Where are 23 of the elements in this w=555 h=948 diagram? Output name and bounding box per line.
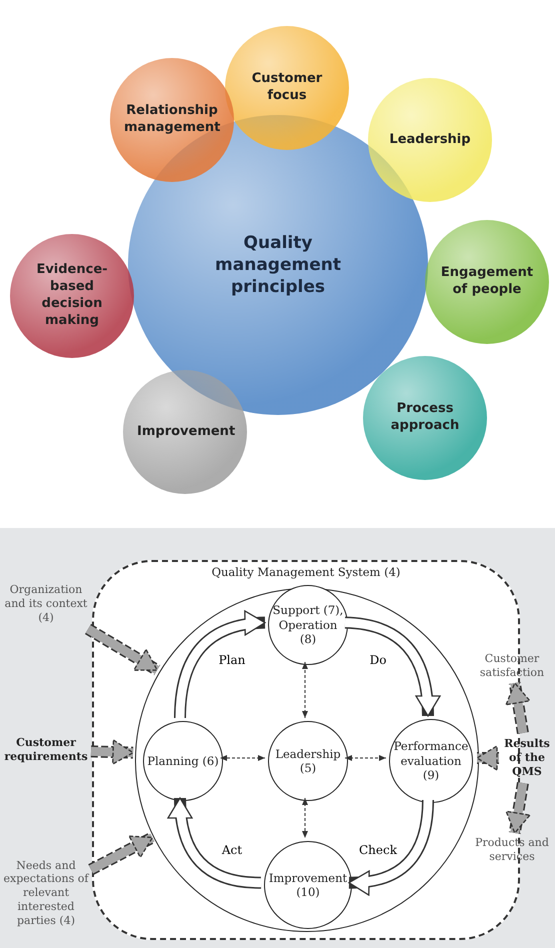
principle-label: Customer focus <box>250 71 324 105</box>
output-label: Products and services <box>474 836 550 864</box>
edge-label: Check <box>357 843 399 857</box>
input-label: Customer requirements <box>3 736 89 764</box>
hub-label: Quality management principles <box>214 232 342 298</box>
edge-label: Plan <box>216 653 248 667</box>
principle-label: Evidence-based decision making <box>35 262 109 330</box>
clause-label: Performance evaluation (9) <box>393 739 469 783</box>
principle-label: Leadership <box>388 132 472 148</box>
principle-label: Improvement <box>137 424 233 440</box>
edge-label: Act <box>220 843 244 857</box>
input-label: Needs and expectations of relevant interested parties (4) <box>2 858 90 928</box>
principle-label: Relationship management <box>124 103 220 137</box>
edge-label: Do <box>368 653 388 667</box>
clause-label: Improvement (10) <box>268 870 348 900</box>
boundary-title: Quality Management System (4) <box>212 565 400 580</box>
principle-label: Engagement of people <box>440 265 534 299</box>
clause-label: Support (7), Operation (8) <box>272 603 344 647</box>
principle-label: Process approach <box>390 401 460 435</box>
clause-label: Planning (6) <box>147 754 219 768</box>
clause-label: Leadership (5) <box>274 746 342 776</box>
output-label: Customer satisfaction <box>478 652 546 680</box>
input-label: Organization and its context (4) <box>4 583 88 625</box>
